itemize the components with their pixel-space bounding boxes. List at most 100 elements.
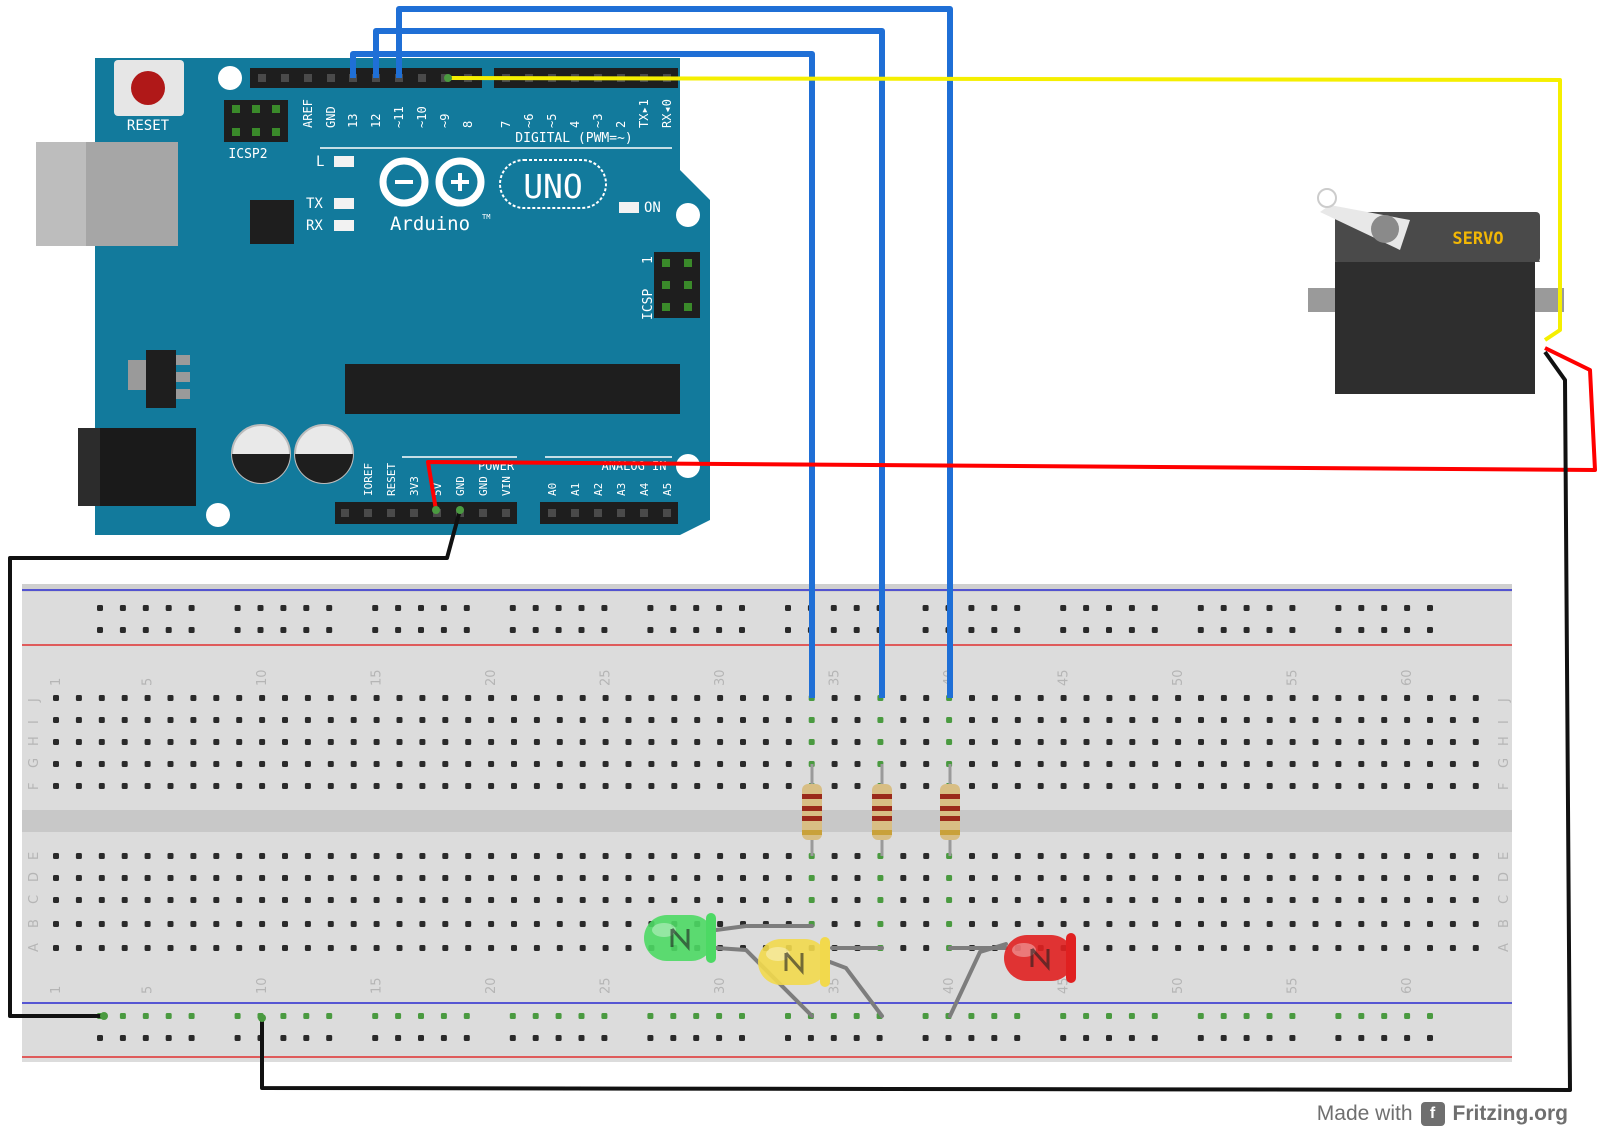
digital-pin-label: 8 — [461, 121, 475, 128]
led-on — [619, 202, 639, 213]
icsp2-label: ICSP2 — [228, 147, 267, 162]
row-letter: B — [27, 919, 42, 928]
digital-label: DIGITAL (PWM=~) — [515, 131, 632, 146]
servo-label: SERVO — [1452, 229, 1503, 249]
column-number: 30 — [713, 977, 728, 994]
wires — [8, 6, 1597, 1092]
led-on-label: ON — [644, 200, 661, 216]
led-tx-label: TX — [306, 196, 323, 212]
digital-pin-label: TX▸1 — [637, 99, 651, 128]
fritzing-watermark: Made with f Fritzing.org — [1317, 1102, 1568, 1126]
row-letter: E — [1497, 852, 1512, 860]
mounting-hole — [676, 454, 700, 478]
analog-pin-label: A2 — [592, 483, 605, 496]
column-number: 55 — [1286, 977, 1301, 994]
wire-pin13 — [350, 51, 815, 698]
arduino-pcb — [95, 58, 710, 535]
analog-label: ANALOG IN — [601, 459, 666, 473]
wire-pin12 — [373, 28, 885, 698]
led-l — [334, 156, 354, 167]
wire-servo-power — [426, 346, 1597, 511]
reset-button-cap — [131, 71, 165, 105]
row-letter: C — [1497, 895, 1512, 904]
power-pin-label: GND — [454, 476, 467, 496]
column-number: 30 — [713, 669, 728, 686]
row-letter: B — [1497, 919, 1512, 928]
digital-pin-label: 7 — [499, 121, 513, 128]
row-letter: J — [27, 698, 42, 703]
row-letter: D — [1497, 872, 1512, 882]
digital-pin-label: 13 — [346, 114, 360, 128]
power-pin-label: IOREF — [362, 463, 375, 496]
uno-text: UNO — [523, 167, 583, 206]
analog-pin-label: A0 — [546, 483, 559, 496]
column-number: 60 — [1400, 669, 1415, 686]
column-number: 1 — [49, 986, 64, 994]
row-letter: I — [1497, 720, 1512, 724]
mounting-hole — [676, 203, 700, 227]
digital-pin-label: ~5 — [545, 114, 559, 128]
led-legs — [714, 924, 1008, 1018]
column-number: 15 — [370, 669, 385, 686]
digital-pin-label: RX◂0 — [660, 99, 674, 128]
column-number: 15 — [370, 977, 385, 994]
digital-pin-label: 4 — [568, 121, 582, 128]
arduino-uno-board: RESET ICSP2 L TX RX — [36, 58, 710, 535]
power-pin-label: GND — [477, 476, 490, 496]
digital-pin-label: GND — [324, 106, 338, 128]
row-letter: H — [27, 736, 42, 746]
digital-pin-label: ~11 — [392, 106, 406, 128]
row-letter: H — [1497, 736, 1512, 746]
row-letter: I — [27, 720, 42, 724]
column-number: 50 — [1171, 977, 1186, 994]
column-number: 1 — [49, 678, 64, 686]
row-letter: F — [1497, 783, 1512, 790]
led-rx-label: RX — [306, 218, 323, 234]
column-number: 25 — [599, 669, 614, 686]
column-number: 10 — [255, 669, 270, 686]
power-pin-label: 3V3 — [408, 476, 421, 496]
column-number: 35 — [828, 977, 843, 994]
resistors — [802, 764, 960, 856]
reset-label: RESET — [127, 118, 170, 134]
led-yellow — [758, 937, 830, 987]
led-red — [1004, 933, 1076, 983]
digital-pin-label: ~6 — [522, 114, 536, 128]
capacitor — [231, 424, 291, 484]
digital-pin-label: ~3 — [591, 114, 605, 128]
column-number: 50 — [1171, 669, 1186, 686]
arduino-logo-text: Arduino — [390, 213, 470, 235]
mounting-hole — [218, 66, 242, 90]
capacitor — [294, 424, 354, 484]
fritzing-logo-icon: f — [1420, 1102, 1445, 1126]
analog-pin-label: A3 — [615, 483, 628, 496]
watermark-prefix: Made with — [1316, 1102, 1413, 1125]
icsp-pin1-label: 1 — [641, 256, 656, 264]
digital-pin-label: AREF — [301, 99, 315, 128]
wire-pin11 — [396, 6, 953, 698]
row-letter: A — [27, 943, 42, 952]
atmega-chip — [345, 364, 680, 414]
column-number: 20 — [484, 669, 499, 686]
uno-badge — [499, 159, 607, 209]
usb-chip — [250, 200, 294, 244]
icsp-header — [654, 252, 700, 318]
watermark-brand: Fritzing.org — [1452, 1102, 1568, 1125]
rail-holes — [97, 605, 1433, 1041]
resistor — [940, 764, 960, 856]
led-green — [644, 913, 716, 963]
column-number: 10 — [255, 977, 270, 994]
led-rx — [334, 220, 354, 231]
power-pin-label: VIN — [500, 476, 513, 496]
column-number: 5 — [141, 678, 156, 686]
row-letter: J — [1497, 698, 1512, 703]
leds — [644, 913, 1076, 987]
row-letter: C — [27, 895, 42, 904]
mounting-hole — [206, 503, 230, 527]
digital-pin-label: ~10 — [415, 106, 429, 128]
icsp-label: ICSP — [641, 289, 656, 320]
terminal-holes — [53, 695, 1479, 951]
